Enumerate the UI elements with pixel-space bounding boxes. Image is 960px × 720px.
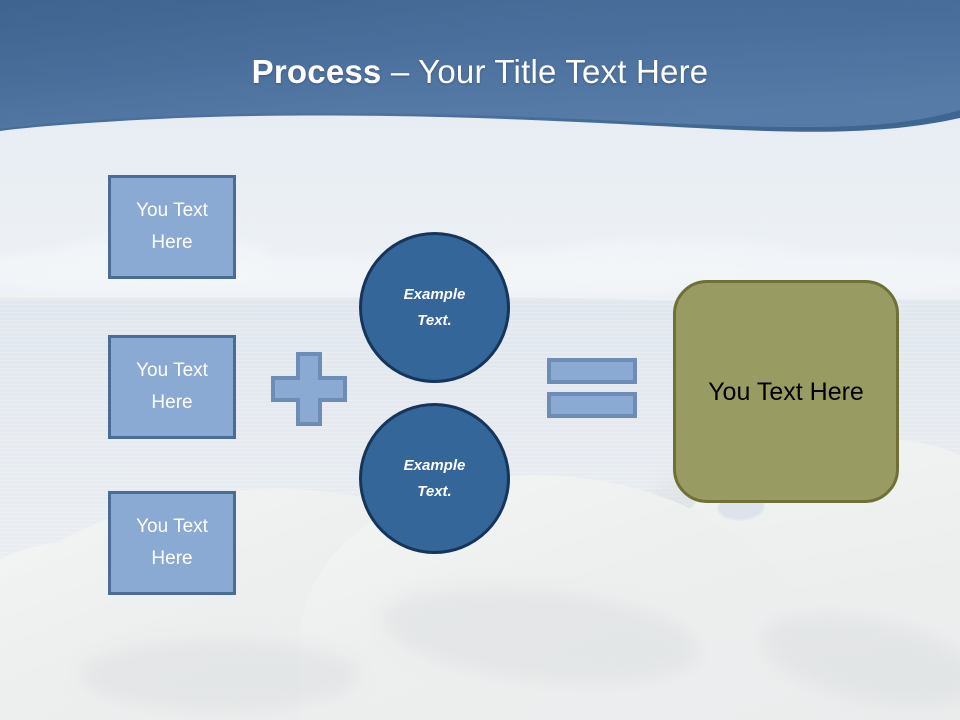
example-circle-2-label: Example Text.	[404, 453, 466, 505]
example-circle-1-label: Example Text.	[404, 282, 466, 334]
example-circle-1-line1: Example	[403, 285, 466, 303]
plus-icon	[270, 352, 348, 426]
result-box[interactable]: You Text Here	[673, 280, 899, 503]
result-box-label: You Text Here	[708, 377, 864, 406]
step-box-2[interactable]: You Text Here	[108, 335, 236, 439]
example-circle-2-line2: Text.	[417, 482, 452, 500]
example-circle-2[interactable]: Example Text.	[359, 403, 510, 554]
example-circle-1[interactable]: Example Text.	[359, 232, 510, 383]
example-circle-1-line2: Text.	[417, 311, 452, 329]
step-box-3[interactable]: You Text Here	[108, 491, 236, 595]
example-circle-2-line1: Example	[403, 456, 466, 474]
step-box-3-label: You Text Here	[136, 516, 208, 569]
equals-icon	[546, 357, 638, 419]
step-box-1[interactable]: You Text Here	[108, 175, 236, 279]
step-box-1-label: You Text Here	[136, 200, 208, 253]
page-title-bold: Process	[251, 53, 382, 90]
page-title-rest: – Your Title Text Here	[381, 53, 709, 90]
page-title: Process – Your Title Text Here	[0, 52, 960, 92]
header-banner	[0, 0, 960, 160]
step-box-2-label: You Text Here	[136, 360, 208, 413]
